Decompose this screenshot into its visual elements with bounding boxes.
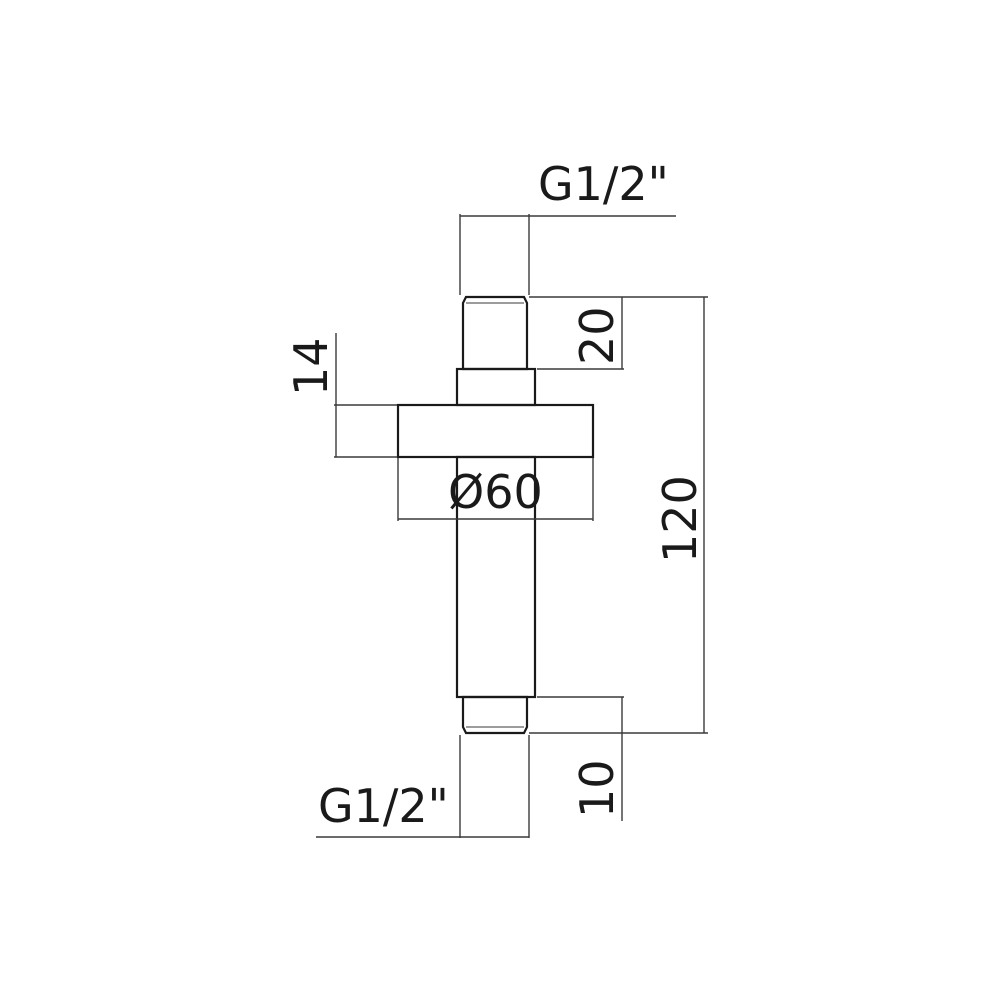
top-thread-nipple — [461, 295, 529, 371]
bottom-thread-length-dimension: 10 — [537, 696, 624, 821]
ceiling-flange — [396, 403, 595, 459]
overall-length-dimension: 120 — [529, 296, 708, 734]
overall-length-label: 120 — [653, 475, 707, 563]
flange-diameter-dimension: Ø60 — [397, 458, 594, 521]
flange-thickness-dimension: 14 — [284, 333, 397, 458]
bottom-thread-label: G1/2" — [318, 779, 449, 833]
top-thread-label: G1/2" — [538, 157, 669, 211]
bottom-thread-nipple — [461, 695, 529, 735]
top-thread-dimension: G1/2" — [459, 157, 676, 295]
flange-thickness-label: 14 — [284, 337, 338, 396]
top-thread-length-dimension: 20 — [529, 296, 624, 370]
bottom-thread-dimension: G1/2" — [316, 735, 530, 838]
top-thread-length-label: 20 — [570, 306, 624, 365]
flange-diameter-label: Ø60 — [448, 465, 543, 519]
upper-tube — [455, 367, 537, 407]
shower-arm-part — [396, 295, 595, 735]
bottom-thread-length-label: 10 — [570, 759, 624, 818]
